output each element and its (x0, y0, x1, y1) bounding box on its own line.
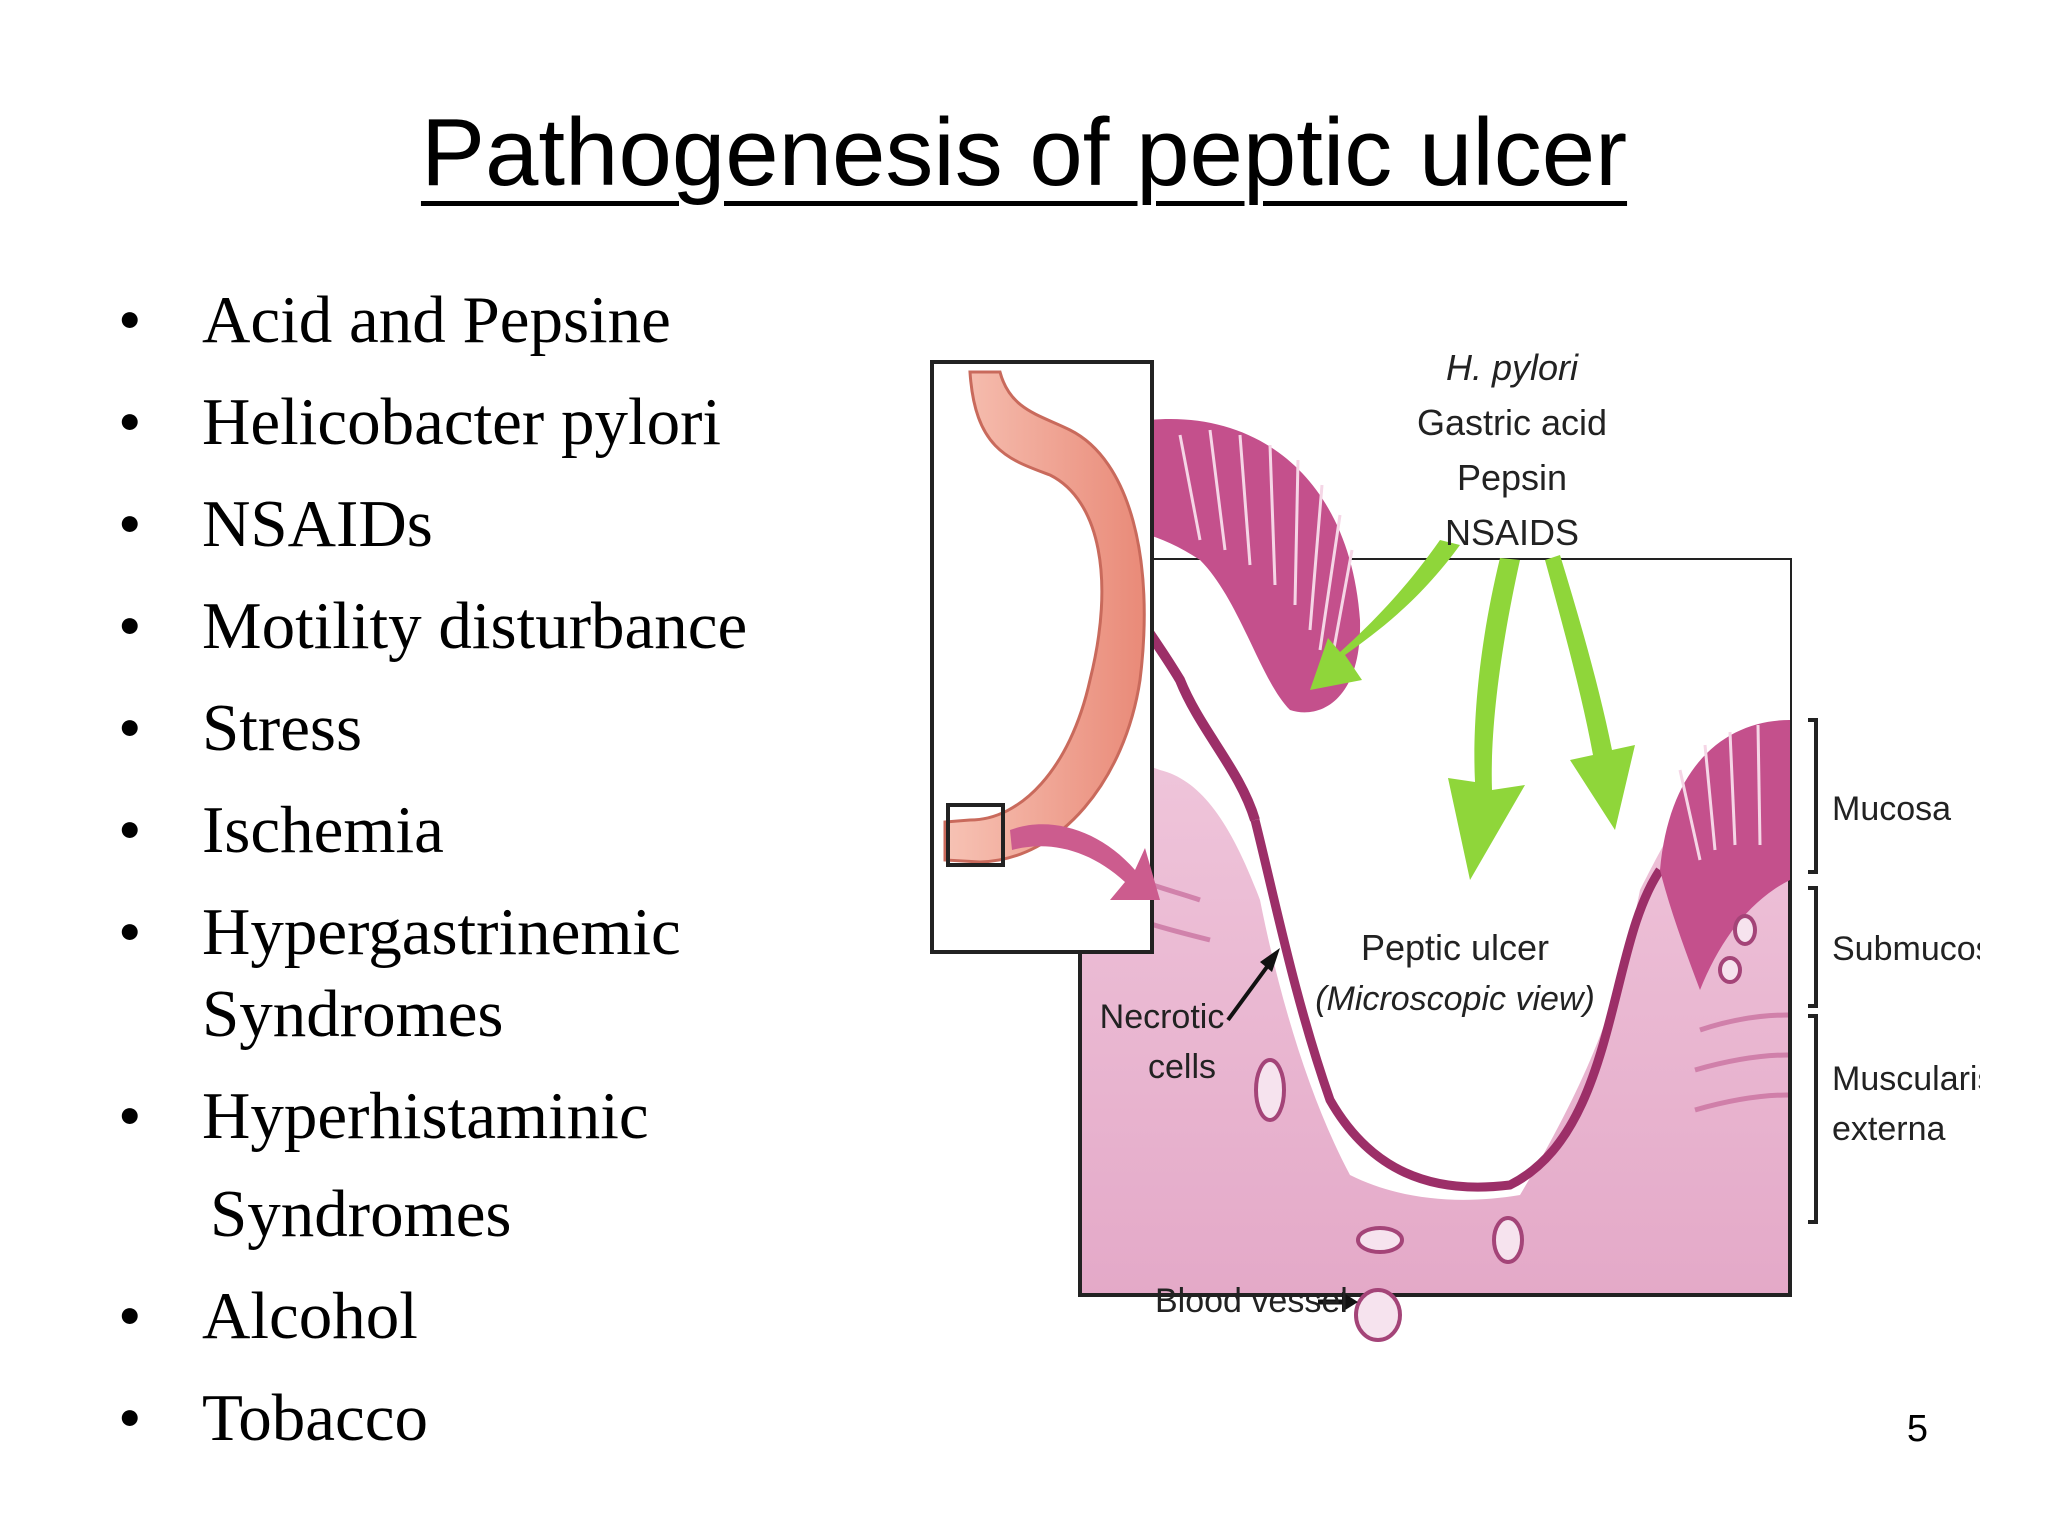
necrotic-label: cells (1148, 1048, 1216, 1086)
cause-label: Pepsin (1457, 457, 1567, 498)
page-number: 5 (1906, 1408, 1928, 1450)
slide-title-text: Pathogenesis of peptic ulcer (420, 99, 1628, 206)
peptic-ulcer-illustration: H. pylori Gastric acid Pepsin NSAIDS Pep… (930, 347, 1980, 1342)
blood-vessel-pointer-head (1342, 1292, 1358, 1312)
mucosa-fold-left (1120, 419, 1361, 713)
ulcer-label: Peptic ulcer (1361, 927, 1549, 968)
list-item: Stress (118, 688, 898, 768)
slide-title: Pathogenesis of peptic ulcer (0, 100, 2048, 206)
blood-vessel (1354, 1288, 1402, 1342)
cause-label: NSAIDS (1445, 512, 1579, 553)
mucosa-fold-right (1660, 720, 1790, 990)
list-item: Hyperhistaminic (118, 1076, 898, 1156)
causes-list: Acid and Pepsine Helicobacter pylori NSA… (118, 280, 898, 1480)
list-item: NSAIDs (118, 484, 898, 564)
ulcer-wall (1250, 818, 1664, 1192)
cause-label: H. pylori (1446, 347, 1579, 388)
layer-label-mucosa: Mucosa (1832, 790, 1951, 828)
layer-label-muscularis: externa (1832, 1110, 1945, 1148)
cause-arrows (1310, 540, 1635, 880)
inset-selection-box (946, 803, 1005, 867)
peptic-ulcer-figure: H. pylori Gastric acid Pepsin NSAIDS Pep… (900, 300, 1980, 1380)
ulcer-crater (1080, 560, 1790, 1200)
list-item: Ischemia (118, 790, 898, 870)
necrotic-label: Necrotic (1100, 998, 1225, 1036)
cause-label: Gastric acid (1417, 402, 1607, 443)
blood-vessel-label: Blood vessel (1155, 1282, 1348, 1320)
list-item: Motility disturbance (118, 586, 898, 666)
necrotic-pointer-head (1260, 948, 1280, 972)
layer-label-submucosa: Submucosa (1832, 930, 1980, 968)
zoom-arrow (1010, 824, 1160, 900)
necrotic-pointer-line (1226, 958, 1274, 1022)
list-item: Alcohol (118, 1276, 898, 1356)
list-item: Helicobacter pylori (118, 382, 898, 462)
list-item-continuation: Syndromes (210, 1177, 512, 1251)
list-item: Hypergastrinemic (118, 892, 898, 972)
ulcer-sublabel: (Microscopic view) (1315, 980, 1595, 1018)
layer-label-muscularis: Muscularis (1832, 1060, 1980, 1098)
list-item-continuation: Syndromes (202, 977, 504, 1051)
list-item: Acid and Pepsine (118, 280, 898, 360)
layer-brackets (1808, 718, 1818, 1224)
stomach-illustration (943, 370, 1146, 864)
list-item: Tobacco (118, 1378, 898, 1458)
